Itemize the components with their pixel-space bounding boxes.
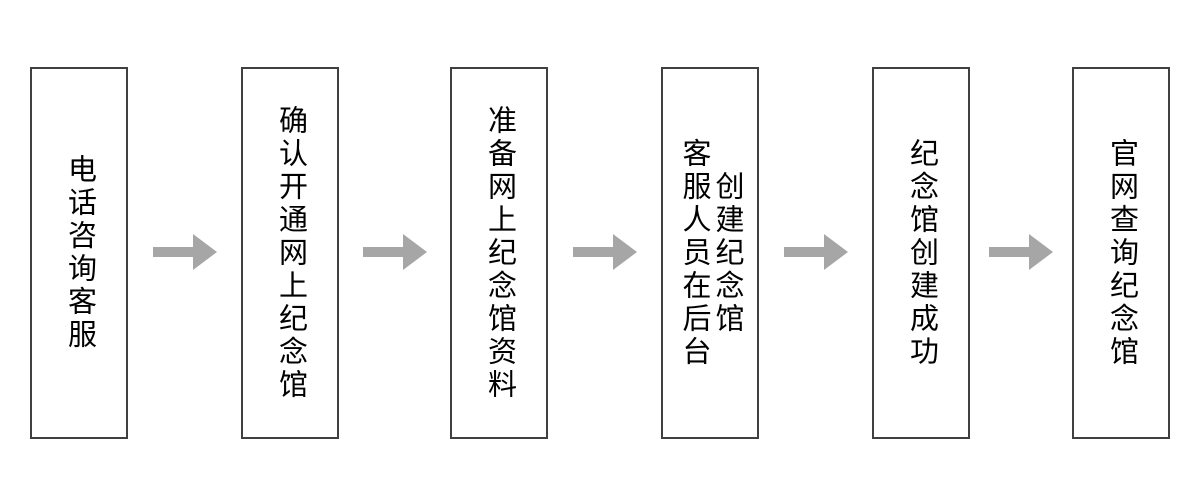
flow-step-website-query: 官网查询纪念馆 (1072, 67, 1170, 439)
step-label: 确认开通网上纪念馆 (274, 104, 307, 402)
arrow-right-icon (784, 234, 848, 270)
step-label: 纪念馆创建成功 (905, 137, 938, 369)
flow-step-prepare-materials: 准备网上纪念馆资料 (450, 67, 548, 439)
step-label: 准备网上纪念馆资料 (483, 104, 516, 402)
flow-step-create-success: 纪念馆创建成功 (872, 67, 970, 439)
flow-step-phone-consult: 电话咨询客服 (30, 67, 128, 439)
arrow-right-icon (573, 234, 637, 270)
flow-step-staff-create: 客服人员在后台 创建纪念馆 (661, 67, 759, 439)
arrow-right-icon (153, 234, 217, 270)
step-label-column-1: 客服人员在后台 (678, 137, 710, 369)
step-label: 官网查询纪念馆 (1105, 137, 1138, 369)
step-label: 电话咨询客服 (63, 154, 96, 352)
step-label-columns: 客服人员在后台 创建纪念馆 (678, 137, 743, 369)
arrow-right-icon (363, 234, 427, 270)
arrow-right-icon (989, 234, 1053, 270)
flow-step-confirm-open: 确认开通网上纪念馆 (241, 67, 339, 439)
step-label-column-2: 创建纪念馆 (711, 170, 743, 336)
